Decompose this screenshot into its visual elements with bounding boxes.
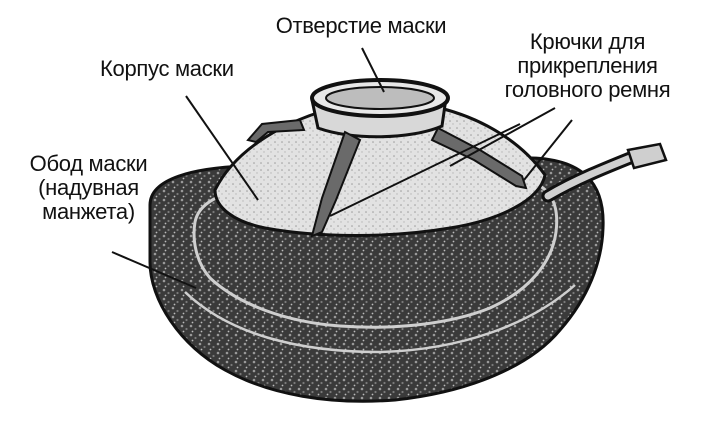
label-rim-line: (надувная (38, 175, 139, 200)
leader-lines (111, 47, 573, 289)
leader-hooks-3 (329, 123, 521, 217)
leader-hooks-1 (449, 107, 556, 167)
leader-rim (111, 251, 197, 289)
label-opening-text: Отверстие маски (275, 13, 447, 38)
label-mask-opening: Отверстие маски (252, 14, 470, 38)
label-hooks-line: головного ремня (504, 77, 671, 102)
hook-right (430, 126, 528, 190)
label-mask-rim: Обод маски (надувная манжета) (6, 152, 171, 224)
leader-opening (361, 47, 385, 93)
hook-left (310, 130, 362, 238)
label-hooks-line: прикрепления (517, 53, 658, 78)
leader-body (185, 95, 259, 201)
hose-inner (544, 150, 644, 200)
hook-back (246, 118, 306, 144)
label-rim-line: Обод маски (29, 151, 148, 176)
label-harness-hooks: Крючки для прикрепления головного ремня (480, 30, 695, 102)
leader-hooks-2 (523, 119, 573, 181)
label-body-text: Корпус маски (100, 56, 234, 81)
hose-end (626, 142, 668, 170)
label-mask-body: Корпус маски (100, 57, 234, 81)
cuff-seam (184, 284, 576, 354)
label-hooks-line: Крючки для (529, 29, 646, 54)
mask-opening-inner (325, 86, 435, 110)
label-rim-line: манжета) (42, 199, 135, 224)
